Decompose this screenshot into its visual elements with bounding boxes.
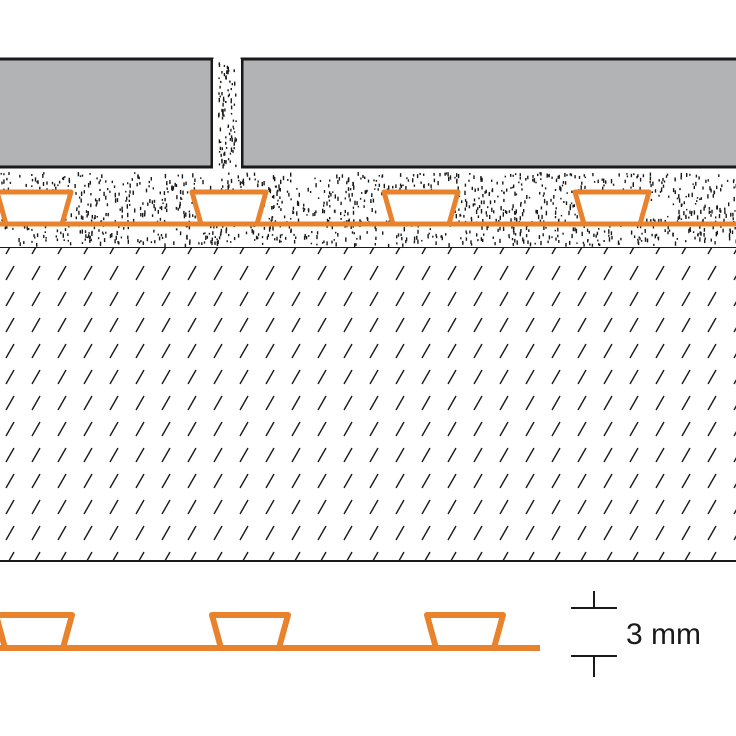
tile-right	[240, 57, 736, 169]
grout-joint	[213, 59, 241, 169]
membrane-detail	[0, 612, 540, 651]
membrane-detail-profile	[0, 612, 540, 651]
mortar-speckles	[0, 172, 736, 248]
membrane-profile	[0, 189, 736, 227]
grout-speckles	[218, 62, 237, 169]
dimension-marker: 3 mm	[571, 591, 701, 677]
tile-left	[0, 57, 214, 169]
tile-row	[0, 57, 736, 169]
embedded-membrane	[0, 189, 736, 227]
dimension-label: 3 mm	[626, 618, 701, 651]
substrate-layer	[0, 246, 736, 562]
